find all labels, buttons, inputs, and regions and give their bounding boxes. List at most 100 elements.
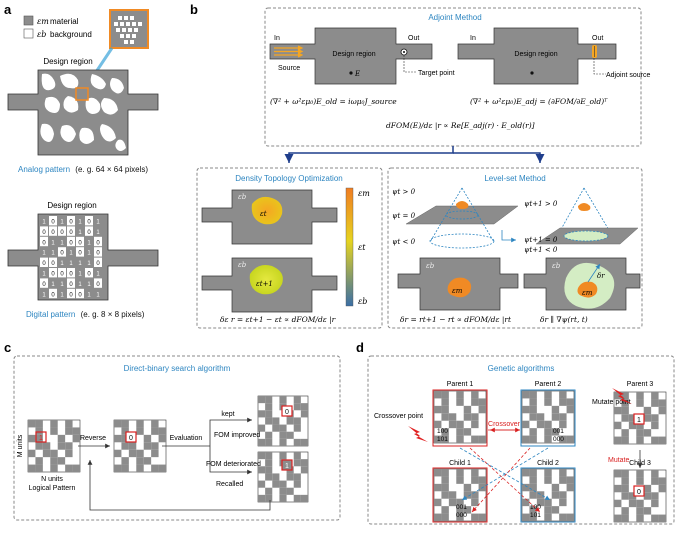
pattern-cell xyxy=(463,506,472,514)
pattern-cell xyxy=(279,431,287,439)
digital-cell xyxy=(40,288,48,299)
dto-blob-1 xyxy=(251,196,283,225)
kept-label: kept xyxy=(221,411,234,418)
pattern-cell xyxy=(544,435,552,443)
pattern-cell xyxy=(621,484,629,493)
legend-material: material xyxy=(50,17,79,26)
legend-background: background xyxy=(50,30,92,39)
source-arrows xyxy=(274,45,304,58)
pattern-cell xyxy=(57,457,66,465)
digital-cell-bit: 0 xyxy=(96,261,100,267)
pattern-cell xyxy=(300,494,308,502)
pattern-cell xyxy=(628,414,637,422)
pattern-cell xyxy=(559,476,567,484)
digital-cell-bit: 1 xyxy=(96,272,100,278)
pattern-cell xyxy=(614,436,622,444)
pattern-cell xyxy=(258,480,266,488)
mutate-label: Mutate xyxy=(608,457,630,464)
ga-child3-pattern xyxy=(613,469,667,523)
pattern-cell xyxy=(258,410,266,418)
digital-cell-bit: 0 xyxy=(96,251,100,257)
pattern-cell xyxy=(57,442,66,450)
pattern-cell xyxy=(434,483,442,492)
source-label: Source xyxy=(278,65,300,72)
digital-cell-bit: 1 xyxy=(87,282,91,288)
digital-cell xyxy=(58,288,66,299)
pattern-cell xyxy=(136,464,144,472)
digital-cell-bit: 1 xyxy=(42,251,46,257)
pattern-cell xyxy=(35,434,43,443)
pattern-cell xyxy=(272,473,280,481)
pattern-cell xyxy=(636,429,644,437)
pattern-cell xyxy=(651,392,659,400)
dto-eps-b: εb xyxy=(238,193,247,201)
pattern-cell xyxy=(42,449,51,458)
digital-cell xyxy=(76,257,84,267)
pattern-cell xyxy=(614,421,622,430)
mutate-bolt-icon xyxy=(612,388,632,404)
pattern-cell xyxy=(143,442,152,450)
pattern-cell xyxy=(566,483,574,492)
pattern-cell xyxy=(529,506,537,514)
digital-caption: Digital pattern (e. g. 8 × 8 pixels) xyxy=(26,310,145,319)
design-label-1: Design region xyxy=(332,51,375,58)
pattern-cell xyxy=(136,449,144,458)
pattern-cell xyxy=(544,398,552,406)
gradient-equation: dFOM(E)/dε |r ∝ Re[E_adj(r) · E_old(r)] xyxy=(386,121,535,130)
c2-row1: 100 xyxy=(530,504,541,511)
pattern-cell xyxy=(566,435,574,443)
pattern-cell xyxy=(121,464,129,472)
e-old-label: E xyxy=(354,70,360,78)
pattern-cell xyxy=(136,420,144,428)
field-point-2 xyxy=(530,71,534,75)
pattern-cell xyxy=(544,513,552,521)
pattern-cell xyxy=(143,457,152,465)
digital-cell-bit: 1 xyxy=(87,240,91,246)
digital-cell-bit: 1 xyxy=(87,251,91,257)
pattern-cell xyxy=(272,417,280,425)
pattern-cell xyxy=(643,484,652,493)
pattern-cell xyxy=(136,427,144,435)
digital-cell xyxy=(85,216,93,226)
digital-cell-bit: 1 xyxy=(60,282,64,288)
pattern-cell xyxy=(551,483,560,492)
digital-cell xyxy=(85,268,93,278)
digital-cell-bit: 0 xyxy=(78,251,82,257)
pattern-cell xyxy=(559,420,567,429)
ls-eps-b-2: εb xyxy=(552,262,561,270)
levelset-equation-2: δr ∥ ∇ψ(rt, t) xyxy=(540,315,588,324)
pattern-cell xyxy=(265,438,273,446)
levelset-box xyxy=(387,167,643,329)
digital-cell-bit: 1 xyxy=(96,292,100,298)
pattern-cell xyxy=(529,405,537,414)
ls-eps-m-2: εm xyxy=(582,289,593,297)
dbs-bit-2: 0 xyxy=(129,435,133,442)
pattern-cell xyxy=(658,477,666,485)
adjoint-title: Adjoint Method xyxy=(428,13,481,22)
pattern-cell xyxy=(300,438,308,446)
pattern-cell xyxy=(621,477,629,485)
in-label-2: In xyxy=(470,35,476,42)
digital-cell-bit: 0 xyxy=(51,220,55,226)
in-label-1: In xyxy=(274,35,280,42)
pattern-cell xyxy=(522,513,530,521)
pattern-cell xyxy=(441,483,449,492)
colorbar-eps-m: εm xyxy=(358,189,370,198)
p2-row2: 000 xyxy=(553,436,564,443)
psi1-gt: ψt+1 > 0 xyxy=(524,200,558,208)
digital-cell xyxy=(85,257,93,267)
pattern-cell xyxy=(50,457,58,465)
pattern-cell xyxy=(114,464,122,472)
pattern-cell xyxy=(522,483,530,492)
pattern-cell xyxy=(286,487,294,495)
pattern-cell xyxy=(265,452,273,460)
pattern-cell xyxy=(434,469,442,477)
digital-cell xyxy=(40,257,48,267)
pattern-cell xyxy=(28,420,36,428)
digital-cell xyxy=(85,247,93,257)
digital-cell xyxy=(85,278,93,288)
pattern-cell xyxy=(300,466,308,474)
pattern-cell xyxy=(121,427,129,435)
pattern-cell xyxy=(643,406,652,415)
pattern-cell xyxy=(286,473,294,481)
